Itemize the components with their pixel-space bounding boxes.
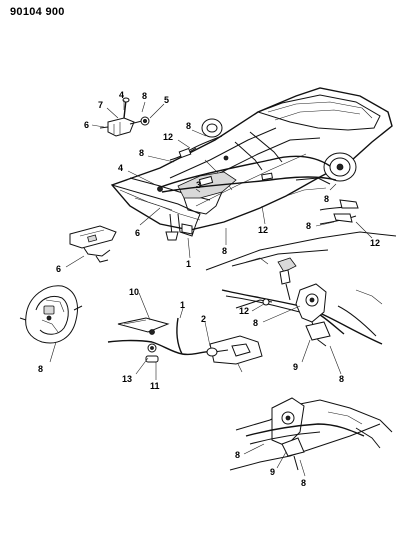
callout-12-top: 12 bbox=[163, 132, 173, 142]
callout-8-clip: 8 bbox=[306, 221, 311, 231]
callout-5: 5 bbox=[164, 95, 169, 105]
callout-1-top: 1 bbox=[186, 259, 191, 269]
callout-10: 10 bbox=[129, 287, 139, 297]
callout-12-floor: 12 bbox=[258, 225, 268, 235]
callout-8-mid: 8 bbox=[139, 148, 144, 158]
underbody-brake-cables bbox=[157, 135, 337, 241]
callout-labels: 7 4 8 5 6 8 12 8 4 3 6 1 8 12 8 8 12 6 1… bbox=[38, 90, 380, 488]
callout-6-mid: 6 bbox=[135, 228, 140, 238]
callout-8-top: 8 bbox=[142, 91, 147, 101]
callout-8-rear-right: 8 bbox=[324, 194, 329, 204]
callout-1-cable: 1 bbox=[180, 300, 185, 310]
callout-6-handle: 6 bbox=[56, 264, 61, 274]
callout-8-lower-right: 8 bbox=[301, 478, 306, 488]
leader-lines bbox=[49, 100, 373, 477]
callout-2: 2 bbox=[201, 314, 206, 324]
callout-9-pedal: 9 bbox=[293, 362, 298, 372]
pedal-assembly-lower bbox=[229, 397, 393, 471]
callout-8-floor: 8 bbox=[222, 246, 227, 256]
callout-8-pedal-right: 8 bbox=[339, 374, 344, 384]
cable-adjuster-detail bbox=[99, 97, 150, 137]
release-handle-bracket bbox=[69, 225, 117, 263]
callout-8-pedal: 8 bbox=[253, 318, 258, 328]
brake-backing-plate bbox=[19, 285, 83, 344]
callout-8-backing-plate: 8 bbox=[38, 364, 43, 374]
callout-4-mid: 4 bbox=[118, 163, 123, 173]
callout-9-lower: 9 bbox=[270, 467, 275, 477]
callout-7: 7 bbox=[98, 100, 103, 110]
cable-end-clip-right bbox=[319, 199, 359, 225]
front-cable-assembly bbox=[107, 317, 263, 373]
callout-8-rear: 8 bbox=[186, 121, 191, 131]
callout-3: 3 bbox=[196, 180, 201, 190]
callout-12-clip: 12 bbox=[370, 238, 380, 248]
callout-4-top: 4 bbox=[119, 90, 124, 100]
vehicle-underbody bbox=[110, 87, 393, 237]
pedal-assembly-upper bbox=[205, 231, 397, 347]
callout-8-lower: 8 bbox=[235, 450, 240, 460]
document-code: 90104 900 bbox=[10, 6, 65, 18]
callout-11: 11 bbox=[150, 381, 160, 391]
callout-13: 13 bbox=[122, 374, 132, 384]
callout-6-top: 6 bbox=[84, 120, 89, 130]
callout-12-pedal: 12 bbox=[239, 306, 249, 316]
